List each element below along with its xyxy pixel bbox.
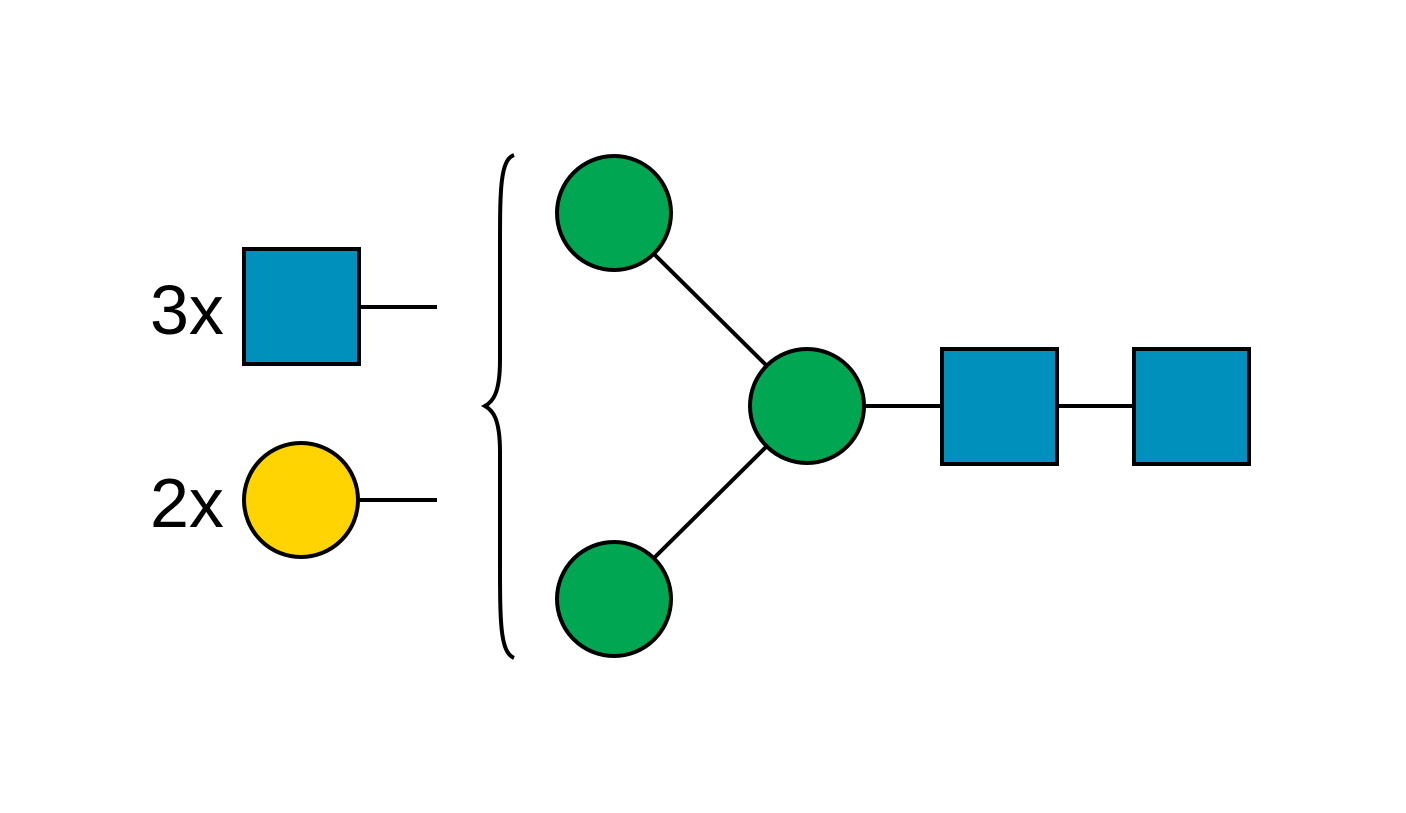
brace [480,153,516,660]
node-top-branch [555,154,673,272]
legend-item-circle: 2x [150,441,437,559]
node-core-branch [748,347,866,465]
edge-bottom-core [653,445,768,559]
legend-count-circle: 2x [150,464,224,542]
node-core-square-2 [1132,347,1251,466]
legend-circle-icon [242,441,360,559]
legend-count-square: 3x [150,271,224,349]
node-core-square-1 [940,347,1059,466]
edge-top-core [653,253,768,367]
node-bottom-branch [555,540,673,658]
legend-item-square: 3x [150,247,437,366]
legend-square-icon [242,247,361,366]
